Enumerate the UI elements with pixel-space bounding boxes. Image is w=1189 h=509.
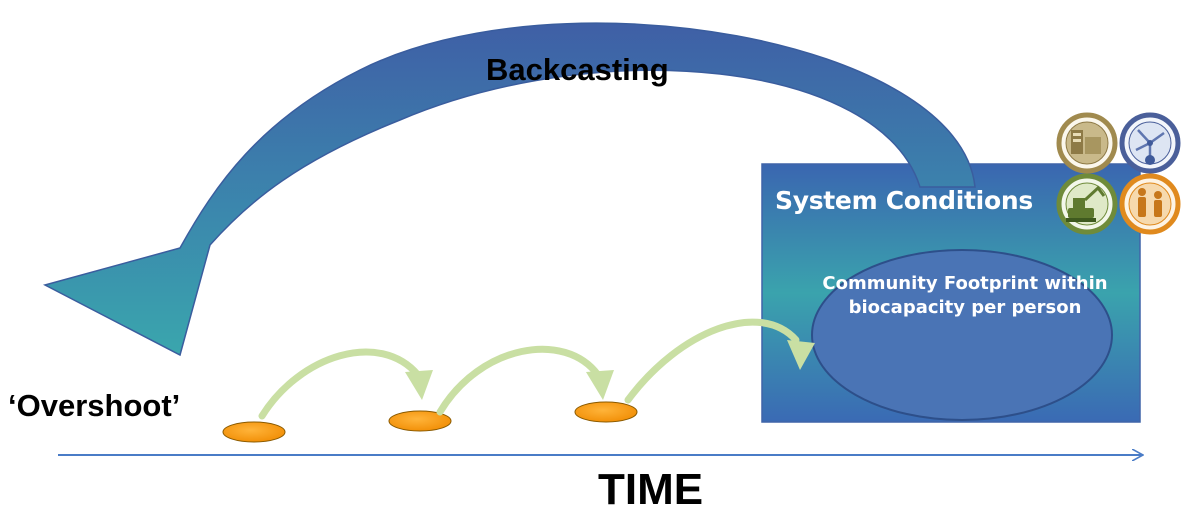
people-icon: [1119, 173, 1181, 235]
backcasting-arrow: [42, 22, 976, 357]
time-axis-label: TIME: [598, 465, 704, 509]
step-arrowhead-1: [405, 370, 433, 400]
transport-icon: [1056, 112, 1118, 174]
step-arrowhead-3: [787, 340, 815, 370]
goal-ellipse: [811, 249, 1113, 421]
overshoot-label: ‘Overshoot’: [8, 388, 181, 423]
excavator-icon: [1056, 173, 1118, 235]
step-arrow-2: [436, 345, 602, 416]
step-arrow-3: [624, 318, 800, 404]
step-marker-1: [222, 421, 286, 443]
goal-text: Community Footprint within biocapacity p…: [822, 273, 1108, 318]
step-marker-3: [574, 401, 638, 423]
step-arrowhead-2: [586, 370, 614, 400]
backcasting-label: Backcasting: [486, 52, 669, 87]
network-icon: [1119, 112, 1181, 174]
step-marker-2: [388, 410, 452, 432]
system-conditions-title: System Conditions: [775, 186, 1033, 215]
step-arrow-1: [258, 348, 422, 420]
